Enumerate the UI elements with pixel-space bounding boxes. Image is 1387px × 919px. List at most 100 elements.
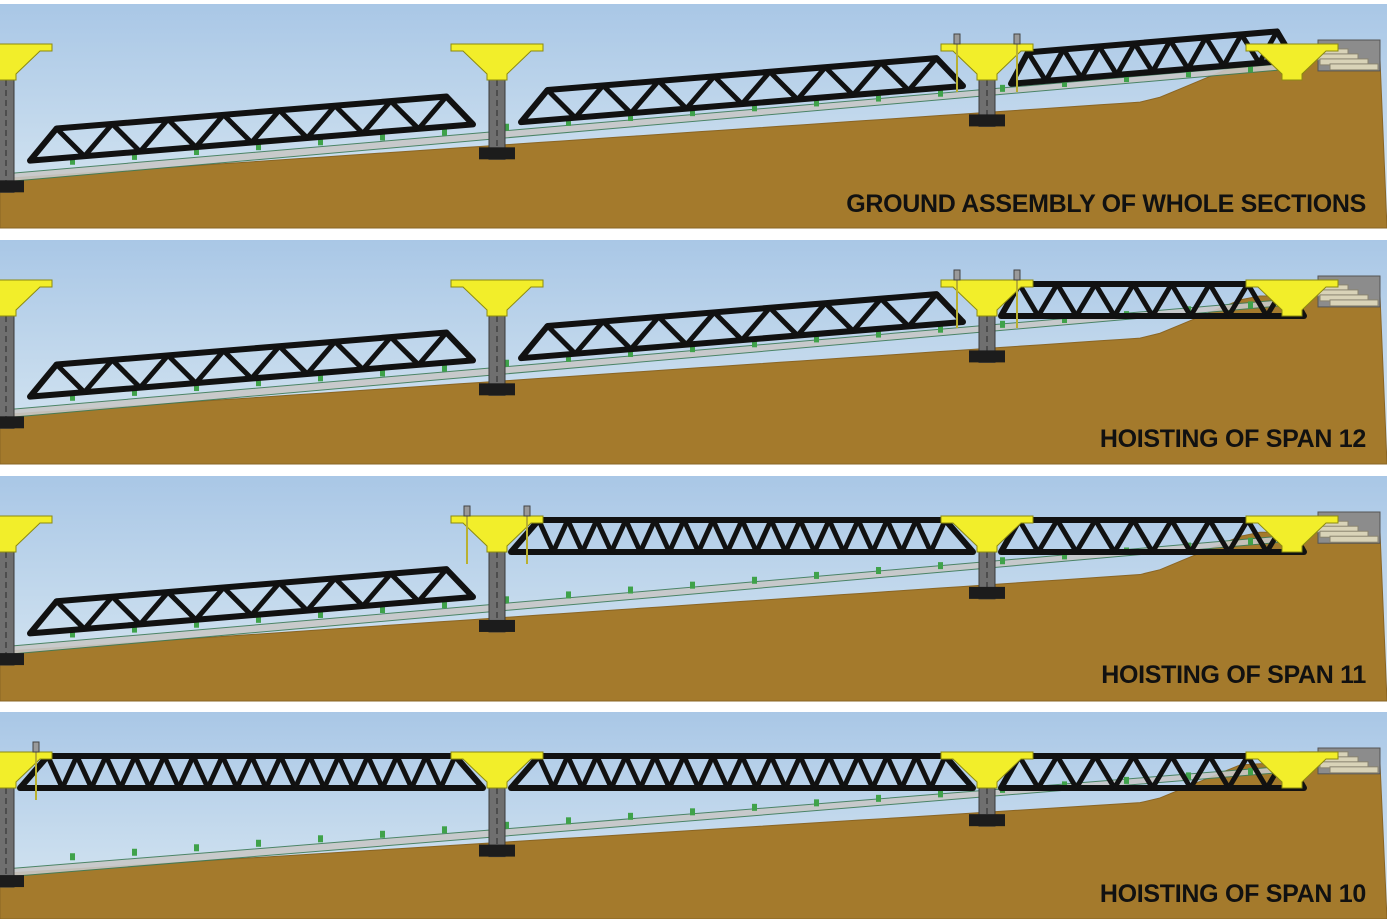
pier-cap: [1245, 43, 1339, 81]
stage-panel-4: HOISTING OF SPAN 10: [0, 712, 1387, 919]
pier-cap: [1245, 279, 1339, 317]
end-post: [934, 292, 966, 325]
web-diagonal: [307, 754, 327, 790]
stage-panel-1: GROUND ASSEMBLY OF WHOLE SECTIONS: [0, 4, 1387, 229]
support-pad: [628, 350, 633, 358]
support-pad: [256, 379, 261, 387]
top-chord: [53, 93, 450, 132]
web-diagonal: [812, 754, 832, 790]
web-diagonal: [812, 518, 832, 554]
web-diagonal: [380, 754, 400, 790]
pier-cap: [450, 751, 544, 789]
web-diagonal: [305, 104, 337, 140]
support-pad: [256, 615, 261, 623]
web-diagonal: [1188, 282, 1212, 318]
web-diagonal: [1169, 754, 1193, 790]
web-diagonal: [103, 754, 123, 790]
end-post: [508, 518, 541, 554]
web-diagonal: [1221, 33, 1244, 68]
web-diagonal: [623, 518, 643, 554]
web-diagonal: [928, 518, 948, 554]
pier: [0, 751, 53, 888]
end-post: [27, 362, 59, 399]
web-diagonal: [783, 754, 803, 790]
web-diagonal: [166, 353, 198, 385]
web-diagonal: [1112, 754, 1136, 790]
pier-cap: [0, 279, 53, 317]
pier-column: [488, 73, 506, 160]
pier-footing: [479, 147, 515, 160]
web-diagonal: [138, 590, 170, 626]
support-pad: [1248, 537, 1253, 545]
support-pad: [442, 826, 447, 834]
web-diagonal: [333, 576, 365, 608]
web-diagonal: [855, 518, 875, 554]
support-pad: [380, 830, 385, 838]
web-diagonal: [1207, 518, 1231, 554]
web-diagonal: [416, 94, 449, 131]
support-pad: [876, 567, 881, 575]
web-diagonal: [336, 754, 356, 790]
web-diagonal: [423, 754, 443, 790]
web-diagonal: [1203, 36, 1226, 68]
support-pad: [70, 853, 75, 861]
web-diagonal: [277, 344, 309, 376]
web-diagonal: [409, 754, 429, 790]
web-diagonal: [388, 99, 421, 131]
web-diagonal: [82, 122, 115, 158]
web-diagonal: [545, 88, 578, 120]
web-diagonal: [1093, 754, 1117, 790]
web-diagonal: [823, 65, 855, 97]
web-diagonal: [1074, 282, 1098, 318]
web-diagonal: [906, 56, 939, 93]
web-diagonal: [292, 754, 312, 790]
truss-span: [27, 93, 476, 164]
support-pad: [752, 576, 757, 584]
pier-column: [488, 545, 506, 633]
web-diagonal: [795, 301, 828, 338]
web-diagonal: [360, 99, 393, 136]
web-diagonal: [132, 754, 152, 790]
panel-scene: [0, 4, 1387, 229]
end-post: [934, 56, 966, 89]
web-diagonal: [855, 754, 875, 790]
pier-footing: [969, 814, 1005, 827]
pier-footing: [0, 416, 24, 429]
web-diagonal: [1132, 42, 1155, 74]
support-pad: [566, 354, 571, 362]
support-pad: [814, 99, 819, 107]
top-chord: [544, 55, 940, 94]
support-pad: [194, 620, 199, 628]
web-diagonal: [841, 518, 861, 554]
pier-footing: [969, 350, 1005, 363]
web-diagonal: [161, 754, 182, 790]
support-pad: [566, 118, 571, 126]
support-pad: [1062, 552, 1067, 560]
web-diagonal: [1168, 39, 1191, 71]
web-diagonal: [1226, 518, 1250, 554]
pier-cap: [940, 43, 1034, 81]
web-diagonal: [191, 754, 211, 790]
web-diagonal: [138, 117, 170, 154]
pier: [0, 279, 53, 429]
web-diagonal: [623, 754, 643, 790]
web-diagonal: [783, 518, 803, 554]
end-post: [452, 754, 486, 790]
web-diagonal: [913, 754, 934, 790]
panel-caption: HOISTING OF SPAN 12: [1100, 425, 1366, 453]
support-pad: [504, 123, 509, 131]
web-diagonal: [667, 518, 687, 554]
strand-jack: [463, 505, 471, 517]
web-diagonal: [1055, 282, 1079, 318]
web-diagonal: [388, 335, 421, 367]
support-pad: [442, 128, 447, 136]
web-diagonal: [193, 349, 226, 385]
web-diagonal: [712, 74, 744, 106]
support-pad: [442, 601, 447, 609]
web-diagonal: [1188, 518, 1212, 554]
web-diagonal: [45, 754, 65, 790]
pier-cap: [1245, 515, 1339, 553]
web-diagonal: [360, 572, 393, 608]
web-diagonal: [1150, 39, 1173, 74]
web-diagonal: [205, 754, 225, 790]
